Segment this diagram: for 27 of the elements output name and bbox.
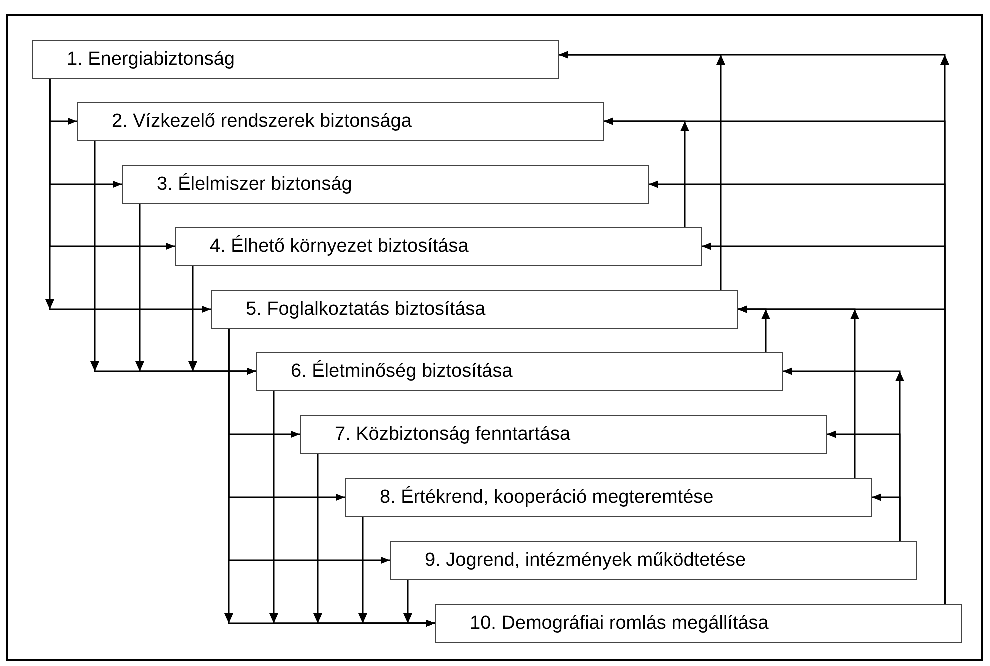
box-label: 7. Közbiztonság fenntartása (335, 424, 571, 446)
box-label: 2. Vízkezelő rendszerek biztonsága (112, 110, 412, 132)
arrow (192, 266, 256, 376)
box-label: 6. Életminőség biztosítása (291, 360, 513, 382)
arrow (872, 494, 901, 541)
box-label: 10. Demográfiai romlás megállítása (470, 612, 769, 634)
process-box (256, 352, 783, 391)
arrow (559, 51, 722, 290)
box-label: 4. Élhető környezet biztosítása (210, 236, 469, 258)
box-label: 5. Foglalkoztatás biztosítása (246, 298, 486, 320)
arrow (604, 118, 686, 227)
process-box (122, 165, 649, 204)
arrow (407, 580, 435, 628)
process-box (345, 478, 872, 517)
process-box (32, 40, 559, 79)
process-box (77, 102, 604, 141)
box-label: 3. Élelmiszer biztonság (157, 174, 352, 196)
box-label: 1. Energiabiztonság (67, 48, 235, 70)
box-label: 9. Jogrend, intézmények működtetése (425, 550, 746, 572)
arrow (738, 306, 856, 478)
process-box (175, 227, 702, 266)
process-box (435, 604, 962, 643)
arrow (49, 79, 211, 314)
process-box (211, 290, 738, 329)
process-box (390, 541, 917, 580)
process-box (300, 415, 827, 454)
box-label: 8. Értékrend, kooperáció megteremtése (380, 486, 714, 508)
